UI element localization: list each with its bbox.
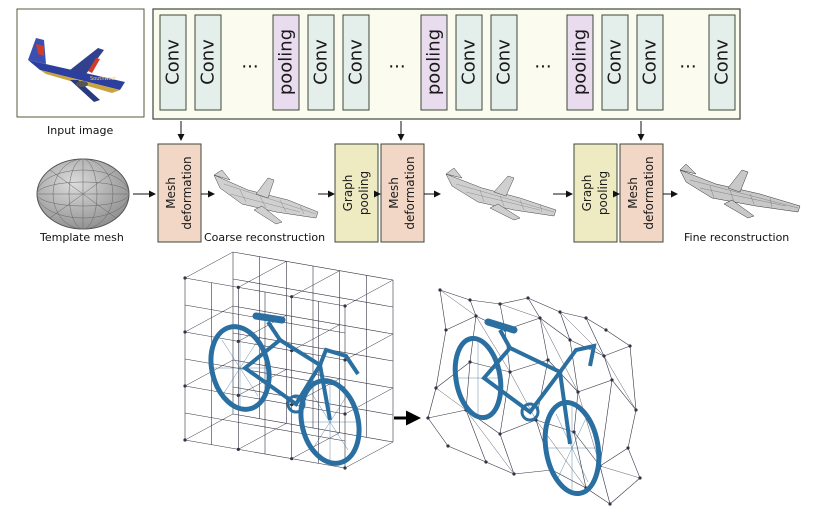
pooling-block-11: pooling: [566, 14, 594, 111]
pooling-label: pooling: [596, 171, 610, 215]
conv-label: Conv: [712, 39, 733, 85]
coarse-reconstruction-label: Coarse reconstruction: [204, 231, 326, 244]
airplane-livery-text: Southwest: [90, 76, 116, 82]
mesh-label: Mesh: [626, 177, 640, 209]
conv-block-12: Conv: [601, 14, 629, 111]
template-mesh-label: Template mesh: [40, 231, 124, 244]
fine-airplane-mesh: [679, 163, 801, 219]
conv-block-13: Conv: [636, 14, 664, 111]
pooling-label: pooling: [570, 29, 591, 95]
conv-block-0: Conv: [159, 14, 187, 111]
ellipsis-4: ...: [679, 52, 696, 73]
conv-label: Conv: [311, 39, 332, 85]
ellipsis-1: ...: [241, 52, 258, 73]
input-image-panel: Southwest: [16, 8, 145, 118]
conv-label: Conv: [459, 39, 480, 85]
bicycle-deformed: [452, 318, 602, 497]
encoder-blocks: Conv Conv... pooling Conv Conv... pooling Conv…: [159, 14, 736, 111]
mesh-label: Mesh: [164, 177, 178, 209]
deformation-label: deformation: [642, 156, 656, 229]
conv-block-8: Conv: [455, 14, 483, 111]
template-mesh: [36, 158, 130, 230]
fine-reconstruction-label: Fine reconstruction: [684, 231, 790, 244]
intermediate-airplane-mesh: [445, 167, 557, 221]
conv-label: Conv: [640, 39, 661, 85]
deformation-label: deformation: [180, 156, 194, 229]
conv-label: Conv: [163, 39, 184, 85]
airplane-photo: Southwest: [28, 38, 125, 102]
graph-label: Graph: [580, 175, 594, 212]
conv-label: Conv: [494, 39, 515, 85]
conv-block-9: Conv: [490, 14, 518, 111]
pooling-block-3: pooling: [272, 14, 300, 111]
ellipsis-3: ...: [534, 52, 551, 73]
ellipsis-2: ...: [388, 52, 405, 73]
pooling-block-7: pooling: [420, 14, 448, 111]
conv-block-4: Conv: [307, 14, 335, 111]
conv-block-15: Conv: [708, 14, 736, 111]
deformation-label: deformation: [403, 156, 417, 229]
bicycle-original: [208, 312, 362, 466]
pooling-label: pooling: [276, 29, 297, 95]
pooling-label: pooling: [357, 171, 371, 215]
graph-label: Graph: [341, 175, 355, 212]
conv-label: Conv: [605, 39, 626, 85]
input-image-label: Input image: [47, 124, 114, 137]
conv-label: Conv: [346, 39, 367, 85]
coarse-airplane-mesh: [213, 169, 319, 225]
conv-block-1: Conv: [194, 14, 222, 111]
regular-deformation-lattice: [183, 251, 394, 470]
conv-block-5: Conv: [342, 14, 370, 111]
conv-label: Conv: [198, 39, 219, 85]
pooling-label: pooling: [424, 29, 445, 95]
deformed-lattice: [426, 288, 642, 506]
mesh-label: Mesh: [387, 177, 401, 209]
